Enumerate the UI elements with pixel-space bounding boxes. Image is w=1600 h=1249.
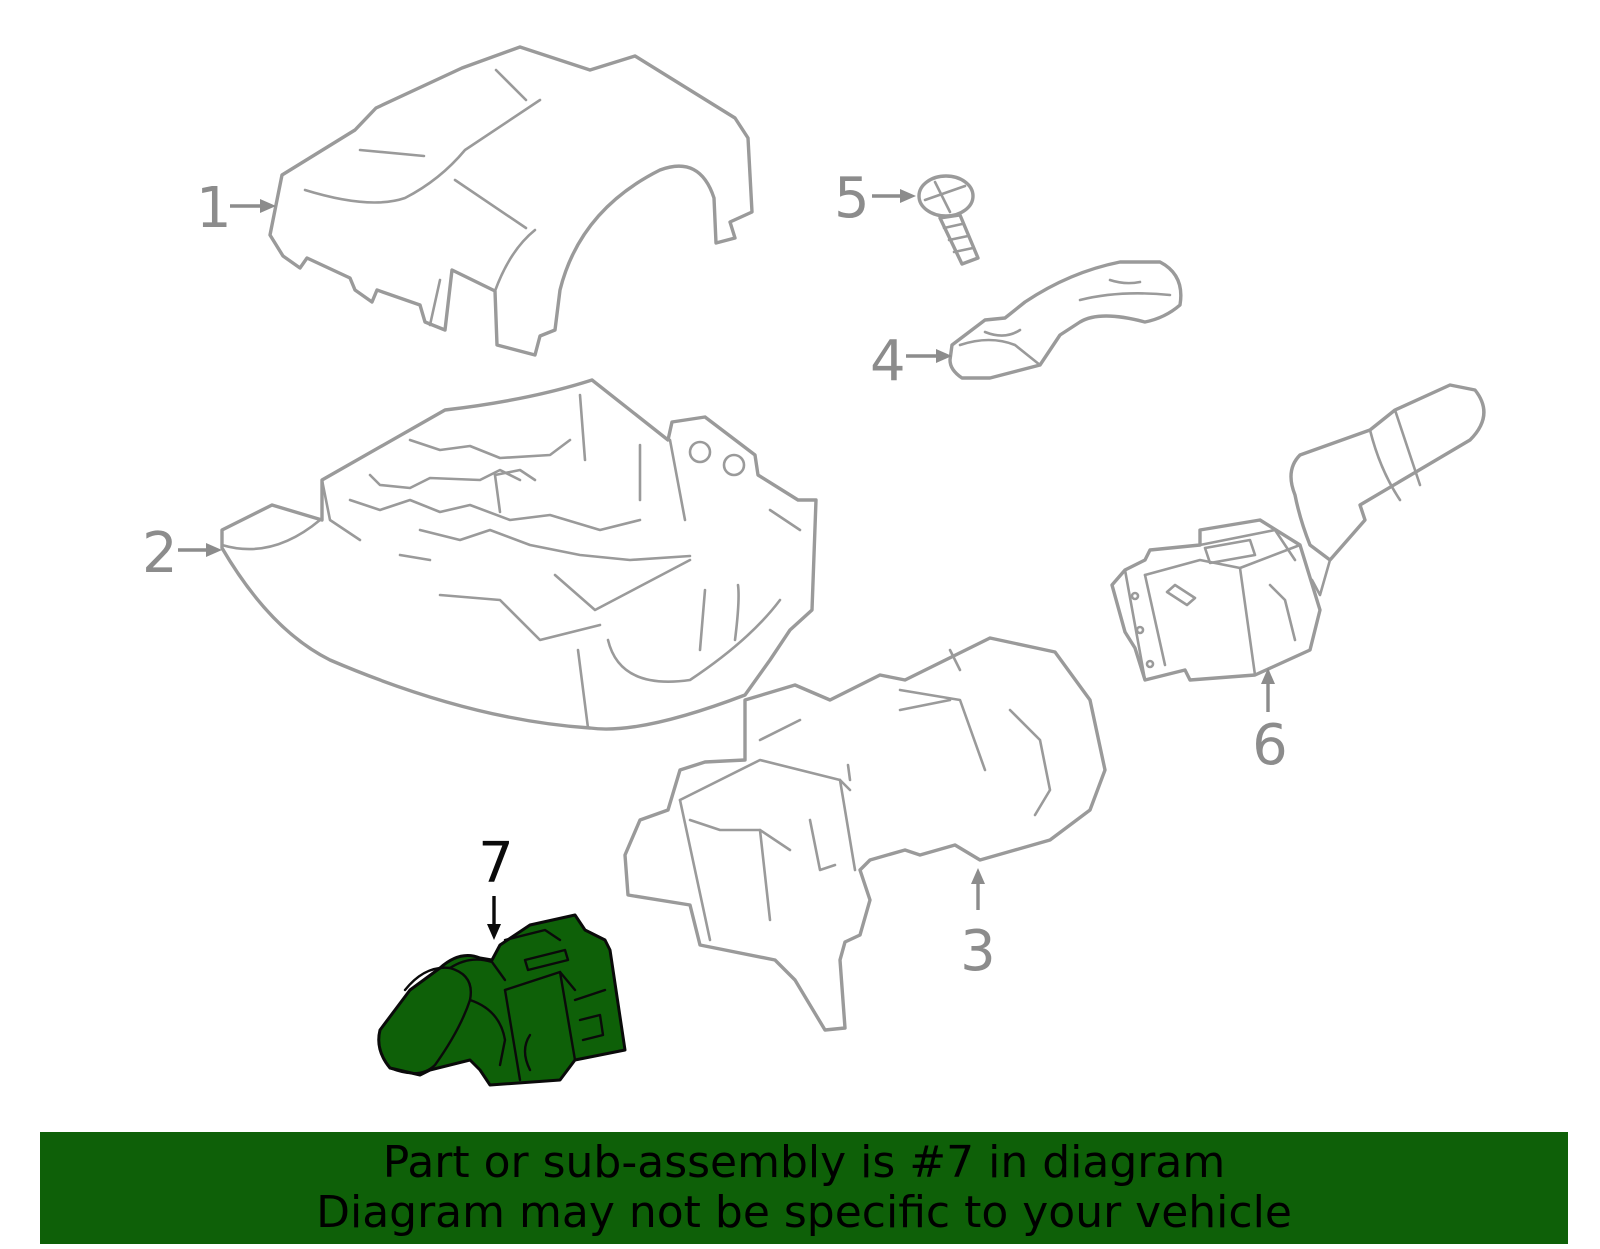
- info-banner: Part or sub-assembly is #7 in diagram Di…: [40, 1132, 1568, 1244]
- callout-3: 3: [960, 868, 996, 984]
- callout-5: 5: [834, 166, 916, 231]
- part-1-upper-cover[interactable]: [268, 45, 754, 357]
- callout-4: 4: [870, 329, 952, 394]
- callout-7: 7: [478, 831, 514, 940]
- part-5-screw[interactable]: [917, 174, 980, 266]
- callout-label-5: 5: [834, 166, 870, 231]
- banner-line-2: Diagram may not be specific to your vehi…: [316, 1187, 1292, 1238]
- callout-label-7: 7: [478, 831, 514, 896]
- part-6-lever-switch[interactable]: [1110, 383, 1486, 682]
- callout-1: 1: [196, 176, 276, 241]
- callout-label-1: 1: [196, 176, 232, 241]
- callout-label-3: 3: [960, 919, 996, 984]
- callout-label-2: 2: [142, 521, 178, 586]
- banner-line-1: Part or sub-assembly is #7 in diagram: [382, 1137, 1226, 1188]
- part-7-highlighted-switch[interactable]: [377, 913, 627, 1087]
- part-2-lower-cover[interactable]: [220, 378, 818, 731]
- callout-6: 6: [1252, 668, 1288, 778]
- callout-label-6: 6: [1252, 713, 1288, 778]
- part-3-switch-body[interactable]: [623, 636, 1107, 1032]
- part-4-bracket[interactable]: [948, 260, 1183, 380]
- callout-label-4: 4: [870, 329, 906, 394]
- callout-2: 2: [142, 521, 222, 586]
